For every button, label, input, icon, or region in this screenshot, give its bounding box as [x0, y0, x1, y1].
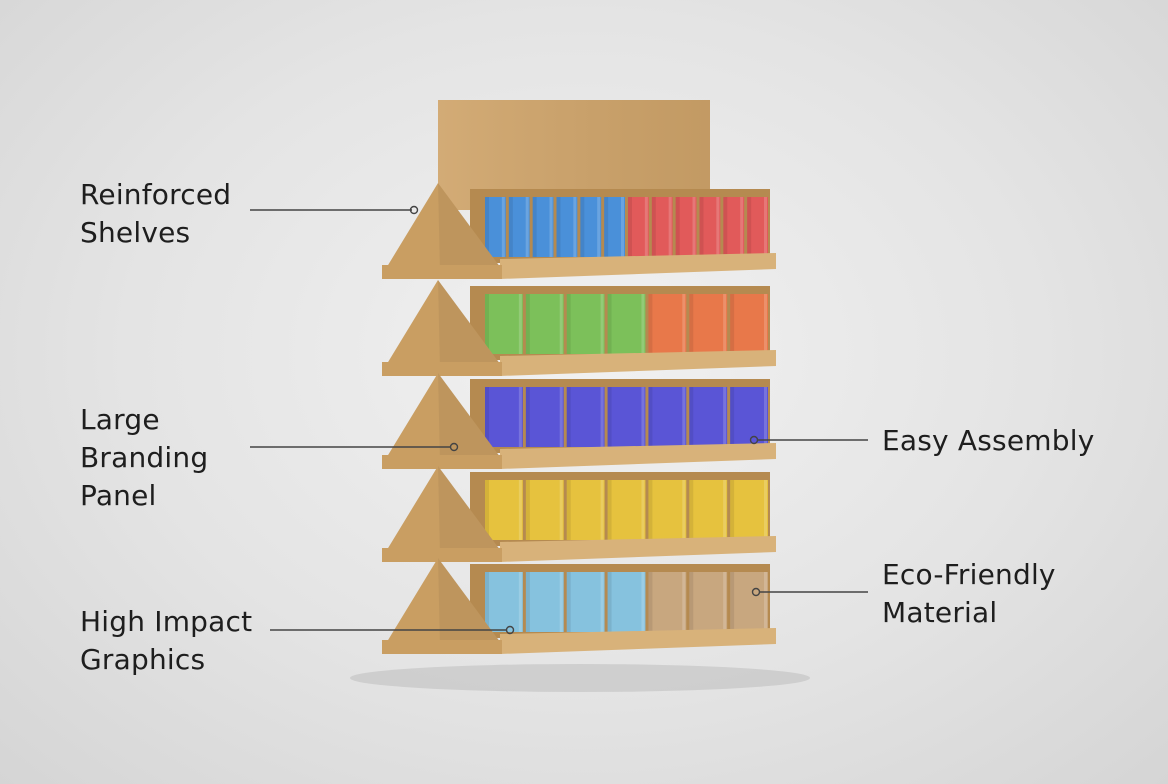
- book-1-9: [675, 197, 697, 257]
- book-2-5: [648, 294, 687, 354]
- label-eco-friendly-material-line2: Material: [882, 596, 998, 629]
- book-5-1: [485, 572, 523, 632]
- book-2-3: [566, 294, 605, 354]
- book-5-3: [566, 572, 605, 632]
- callout-lines: [250, 205, 868, 635]
- book-2-6: [689, 294, 728, 354]
- book-2-7: [730, 294, 768, 354]
- label-high-impact-graphics: High Impact Graphics: [80, 603, 252, 679]
- callout-dot-easy-assembly: [749, 435, 759, 445]
- shelf-side-2: [382, 280, 506, 372]
- book-1-11: [723, 197, 745, 257]
- shelves: [382, 183, 776, 654]
- book-1-4: [556, 197, 578, 257]
- book-1-7: [628, 197, 649, 257]
- label-large-branding-panel: Large Branding Panel: [80, 401, 208, 515]
- shelf-side-1: [382, 183, 506, 275]
- book-1-1: [485, 197, 506, 257]
- book-3-6: [689, 387, 728, 447]
- shelf-side-5: [382, 558, 506, 650]
- book-5-5: [648, 572, 687, 632]
- book-1-10: [699, 197, 721, 257]
- book-1-6: [604, 197, 625, 257]
- book-4-2: [525, 480, 564, 540]
- label-large-branding-panel-line3: Panel: [80, 479, 157, 512]
- label-large-branding-panel-line1: Large: [80, 403, 160, 436]
- label-eco-friendly-material-line1: Eco-Friendly: [882, 558, 1056, 591]
- book-3-7: [730, 387, 768, 447]
- book-2-2: [525, 294, 564, 354]
- book-1-2: [508, 197, 530, 257]
- shelf-lip-3: [500, 443, 776, 469]
- label-easy-assembly: Easy Assembly: [882, 422, 1094, 460]
- shelf-side-3: [382, 373, 506, 465]
- book-4-4: [607, 480, 646, 540]
- shelf-side-4: [382, 466, 506, 558]
- book-4-3: [566, 480, 605, 540]
- book-1-3: [532, 197, 554, 257]
- shelf-lip-2: [500, 350, 776, 376]
- label-eco-friendly-material: Eco-Friendly Material: [882, 556, 1056, 632]
- label-reinforced-shelves-line2: Shelves: [80, 216, 191, 249]
- callout-dot-high-impact-graphics: [505, 625, 515, 635]
- label-reinforced-shelves-line1: Reinforced: [80, 178, 232, 211]
- book-5-2: [525, 572, 564, 632]
- callout-dot-reinforced-shelves: [409, 205, 419, 215]
- book-3-2: [525, 387, 564, 447]
- book-2-4: [607, 294, 646, 354]
- book-5-7: [730, 572, 768, 632]
- book-1-12: [747, 197, 768, 257]
- book-3-5: [648, 387, 687, 447]
- shelf-base-2: [382, 362, 502, 376]
- shelf-base-1: [382, 265, 502, 279]
- shelf-lip-5: [500, 628, 776, 654]
- label-large-branding-panel-line2: Branding: [80, 441, 209, 474]
- book-2-1: [485, 294, 523, 354]
- book-4-6: [689, 480, 728, 540]
- shelf-base-5: [382, 640, 502, 654]
- book-4-7: [730, 480, 768, 540]
- shelf-base-3: [382, 455, 502, 469]
- shelf-base-4: [382, 548, 502, 562]
- label-reinforced-shelves: Reinforced Shelves: [80, 176, 231, 252]
- label-high-impact-graphics-line2: Graphics: [80, 643, 206, 676]
- book-3-1: [485, 387, 523, 447]
- book-1-8: [651, 197, 673, 257]
- book-4-5: [648, 480, 687, 540]
- book-1-5: [580, 197, 602, 257]
- book-5-4: [607, 572, 646, 632]
- callout-dot-large-branding-panel: [449, 442, 459, 452]
- book-5-6: [689, 572, 728, 632]
- callout-dot-eco-friendly-material: [751, 587, 761, 597]
- floor-shadow: [350, 664, 810, 692]
- label-easy-assembly-line1: Easy Assembly: [882, 424, 1095, 457]
- shelf-lip-1: [500, 253, 776, 279]
- shelf-lip-4: [500, 536, 776, 562]
- book-3-4: [607, 387, 646, 447]
- label-high-impact-graphics-line1: High Impact: [80, 605, 253, 638]
- book-3-3: [566, 387, 605, 447]
- book-4-1: [485, 480, 523, 540]
